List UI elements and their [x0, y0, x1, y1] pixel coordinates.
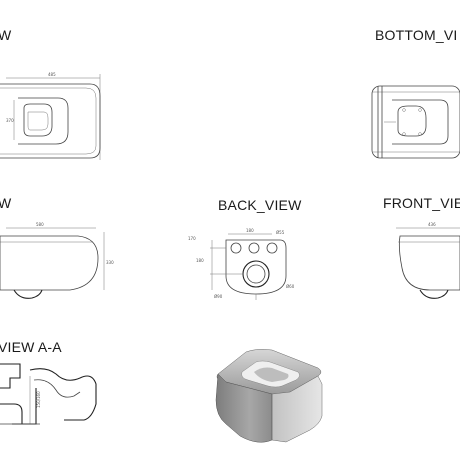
- top-view-length-dim: 485: [48, 72, 56, 77]
- back-view-dim-170: 170: [188, 236, 196, 241]
- front-view-width-dim: 436: [428, 222, 436, 227]
- bottom-view-title: BOTTOM_VI: [375, 27, 457, 43]
- side-view-height-dim: 330: [106, 260, 114, 265]
- section-view-height-dim: 150/160: [36, 391, 41, 408]
- side-view-length-dim: 580: [36, 222, 44, 227]
- toilet-3d-render: [215, 349, 323, 443]
- side-view-title: W: [0, 195, 12, 211]
- bottom-view: BOTTOM_VI: [371, 27, 460, 159]
- back-view-title: BACK_VIEW: [218, 197, 302, 213]
- back-view-dim-d90: Ø90: [214, 294, 223, 299]
- back-view-dim-d55: Ø55: [276, 230, 285, 235]
- side-view: W 580 330: [0, 195, 114, 299]
- front-view-title: FRONT_VIE: [383, 195, 460, 211]
- top-view-title: W: [0, 27, 12, 43]
- front-view: FRONT_VIE 436: [383, 195, 460, 299]
- back-view: BACK_VIEW 180 Ø55 170 180 Ø60 Ø90: [188, 197, 302, 300]
- top-view-height-dim: 370: [6, 118, 14, 123]
- top-view: W 485 370: [0, 27, 101, 160]
- section-view-title: VIEW A-A: [0, 339, 62, 355]
- back-view-dim-180b: 180: [196, 258, 204, 263]
- section-view: VIEW A-A 150/160: [0, 339, 97, 425]
- back-view-dim-180: 180: [246, 228, 254, 233]
- back-view-dim-d60: Ø60: [286, 284, 295, 289]
